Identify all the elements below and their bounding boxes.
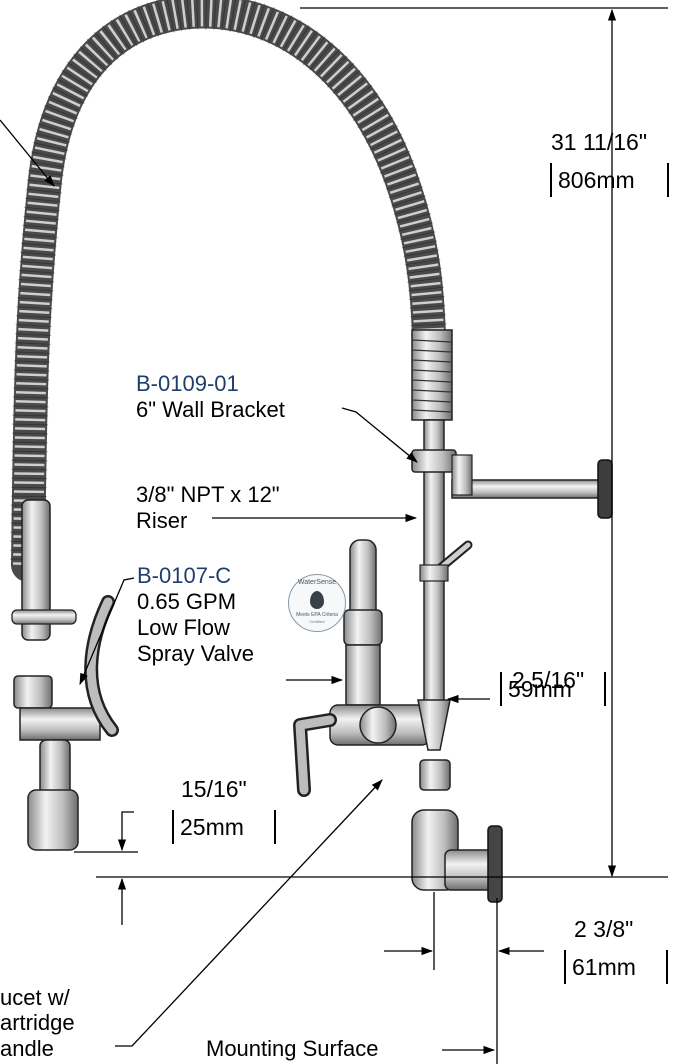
riser-tee: [417, 699, 451, 751]
wall-offset-dim-inches: 2 3/8": [574, 916, 634, 942]
height-dim-inches: 31 11/16": [551, 129, 647, 155]
hose-coil-rings: [13, 0, 445, 566]
spray-valve-type: Low Flow: [137, 615, 230, 640]
spray-head: [27, 789, 79, 851]
spray-valve-name: Spray Valve: [137, 641, 254, 666]
faucet-label-line1: ucet w/: [0, 985, 70, 1010]
spray-clearance-dim-inches: 15/16": [181, 776, 247, 802]
watersense-badge-bottom: Certified: [309, 619, 325, 624]
wall-offset-mm-box: 61mm: [564, 950, 668, 984]
wall-bracket-collar: [411, 449, 457, 473]
watersense-badge-mid: Meets EPA Criteria: [296, 612, 338, 618]
spray-valve-body: [19, 707, 101, 741]
faucet-label-line3: andle: [0, 1036, 54, 1061]
riser-label-line1: 3/8" NPT x 12": [136, 482, 280, 507]
spray-clearance-mm-box: 25mm: [172, 810, 276, 844]
mounting-surface-label: Mounting Surface: [206, 1036, 379, 1061]
riser-offset-mm-box: 59mm: [500, 672, 606, 706]
spray-valve-flow: 0.65 GPM: [137, 589, 237, 614]
riser-offset-dim-mm: 59mm: [508, 676, 572, 702]
riser-label-line2: Riser: [136, 508, 188, 533]
spray-valve-part-number: B-0107-C: [137, 563, 232, 588]
height-dim-mm-box: 806mm: [550, 163, 669, 197]
watersense-badge: WaterSense Meets EPA Criteria Certified: [288, 574, 346, 632]
wall-flange: [487, 825, 503, 903]
hose-ferrule: [21, 499, 51, 641]
faucet-inlet-top: [349, 539, 377, 621]
height-dim-mm: 806mm: [558, 167, 635, 193]
wall-bracket-part-number: B-0109-01: [136, 371, 239, 396]
water-drop-icon: [310, 591, 324, 609]
watersense-badge-top: WaterSense: [297, 579, 337, 586]
wall-bracket-flange: [597, 459, 613, 519]
wall-bracket-arm: [451, 479, 603, 499]
spray-clearance-dim-mm: 25mm: [180, 814, 244, 840]
hose-spring: [411, 329, 453, 421]
faucet-label-line2: artridge: [0, 1010, 75, 1035]
wall-offset-dim-mm: 61mm: [572, 954, 636, 980]
riser-offset-dim-inches: 2 5/16": [512, 667, 585, 693]
wall-bracket-label: 6" Wall Bracket: [136, 397, 285, 422]
